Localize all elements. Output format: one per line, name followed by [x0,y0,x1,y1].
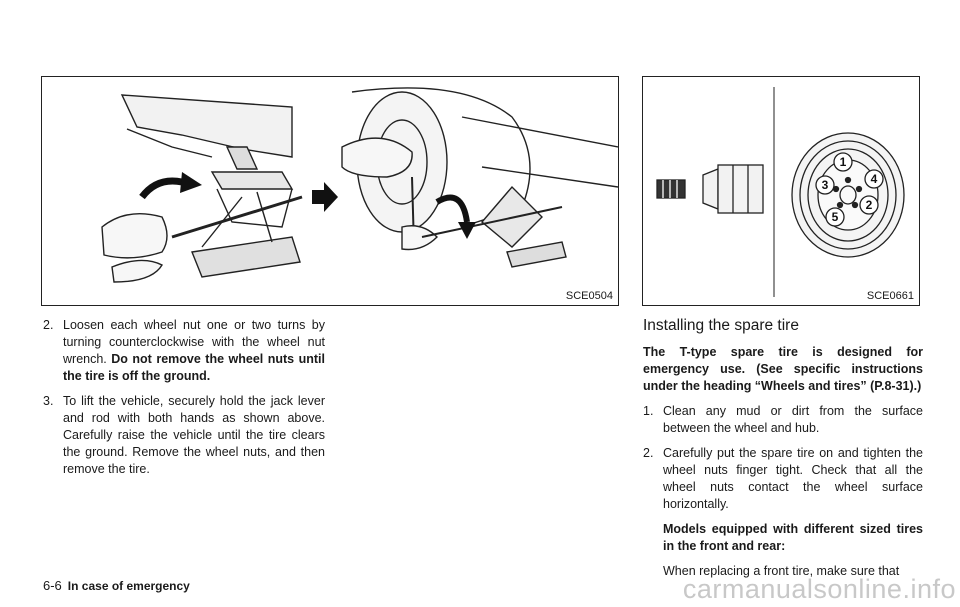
wheel-nut-order-illustration: 1 2 3 4 5 [656,87,905,297]
intro-paragraph: The T-type spare tire is designed for em… [643,345,923,393]
nut-order-2: 2 [866,198,873,212]
step-3: 3. To lift the vehicle, securely hold the… [43,393,325,478]
jack-lifting-illustration [101,87,618,283]
install-step-1: 1. Clean any mud or dirt from the surface… [643,403,923,437]
watermark: carmanualsonline.info [682,574,956,604]
step-number: 2. [643,446,654,460]
step-warning: Do not remove the wheel nuts until the t… [63,352,325,383]
step-text: Carefully put the spare tire on and tigh… [663,446,923,511]
step-text: Clean any mud or dirt from the surface b… [663,404,923,435]
step-2: 2. Loosen each wheel nut one or two turns… [43,317,325,385]
nut-order-3: 3 [822,178,829,192]
page-number: 6-6 [43,578,62,593]
nut-order-4: 4 [871,172,878,186]
figure-code-right: SCE0661 [866,290,914,302]
step-text: To lift the vehicle, securely hold the j… [63,394,325,476]
nut-order-5: 5 [832,210,839,224]
figure-code-left: SCE0504 [565,290,613,302]
jack-illustration-figure: SCE0504 [41,76,619,306]
wheel-nut-figure: 1 2 3 4 5 SCE0661 [642,76,920,306]
section-name: In case of emergency [67,579,190,593]
page-footer: 6-6 In case of emergency [43,578,190,594]
section-title: Installing the spare tire [643,317,799,334]
step-number: 2. [43,318,54,332]
continuation-text: When replacing a front tire, make sure t… [663,564,900,578]
install-step-2: 2. Carefully put the spare tire on and ti… [643,445,923,513]
left-text-column: 2. Loosen each wheel nut one or two turns… [43,317,325,486]
step-text: Loosen each wheel nut one or two turns b… [63,318,325,366]
step-number: 1. [643,404,654,418]
nut-order-1: 1 [840,155,847,169]
right-text-column: Installing the spare tire The T-type spa… [643,316,923,588]
step-number: 3. [43,394,54,408]
models-note: Models equipped with different sized tir… [663,522,923,553]
